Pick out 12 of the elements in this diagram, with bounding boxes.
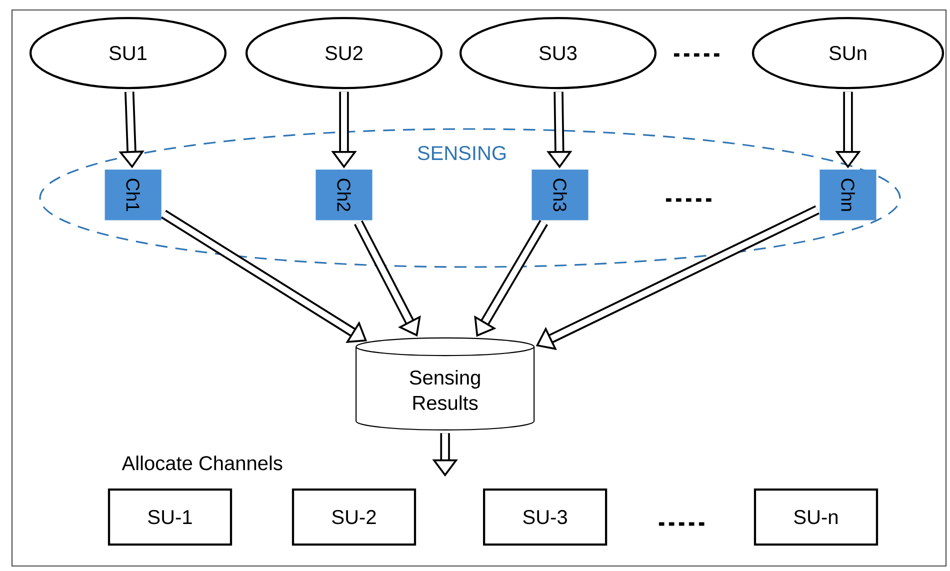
user-box: SU-3 bbox=[483, 488, 608, 546]
user-box: SU-1 bbox=[108, 488, 232, 546]
channel-block: Ch2 bbox=[316, 170, 372, 220]
caption-text: Allocate Channels bbox=[122, 456, 282, 470]
group-title: SENSING bbox=[418, 146, 506, 160]
database-cylinder: Sensing Results bbox=[356, 337, 535, 431]
channel-block: Chn bbox=[820, 170, 876, 220]
channel-block: Ch1 bbox=[104, 170, 162, 220]
sensing-ellipse bbox=[39, 128, 901, 268]
user-box: SU-n bbox=[754, 488, 878, 546]
user-box: SU-2 bbox=[292, 488, 416, 546]
channel-block: Ch3 bbox=[532, 170, 588, 220]
